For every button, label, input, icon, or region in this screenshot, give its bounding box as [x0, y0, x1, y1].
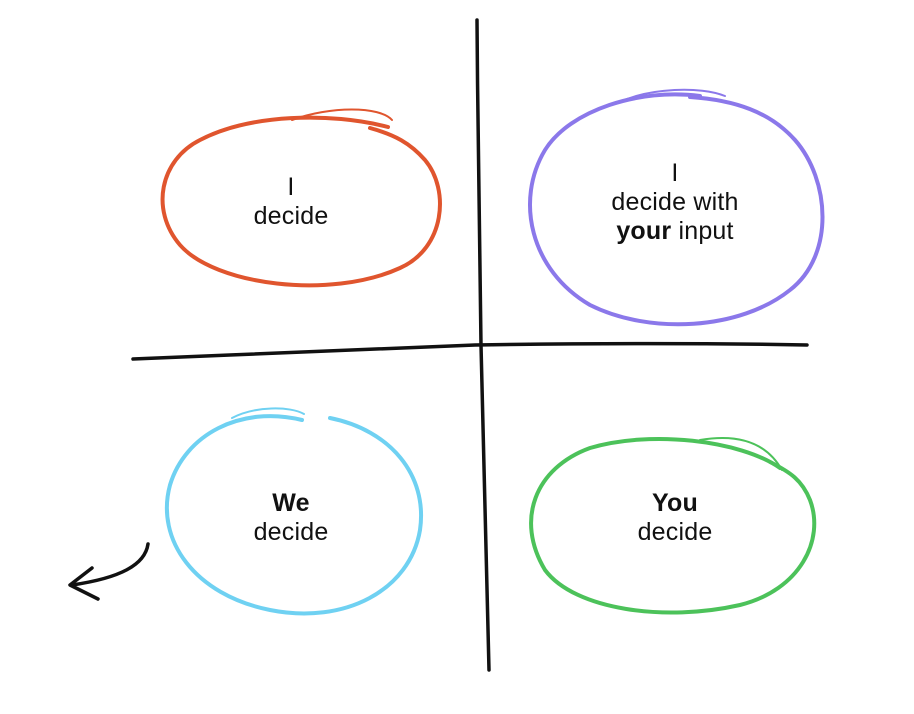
label-tr-line2: decide with	[611, 188, 739, 216]
ellipse-bottom-left	[164, 407, 424, 616]
label-tl-line1: I	[287, 173, 295, 201]
ellipse-top-right	[528, 88, 825, 327]
label-tr-line1: I	[671, 159, 679, 187]
label-we-decide: We decide	[161, 489, 421, 547]
label-bl-line2: decide	[253, 518, 329, 546]
ellipse-bottom-right	[529, 436, 817, 615]
label-tr-line3: your input	[545, 217, 805, 246]
label-i-decide: I decide	[161, 173, 421, 231]
label-tl-line2: decide	[253, 202, 329, 230]
horizontal-axis	[131, 341, 809, 361]
label-you-decide: You decide	[545, 489, 805, 547]
curved-arrow-left-icon	[68, 542, 150, 601]
label-br-line2: decide	[637, 518, 713, 546]
label-bl-line1: We	[272, 489, 310, 517]
ellipse-top-left	[160, 108, 442, 288]
label-tr-input: input	[671, 217, 734, 245]
label-br-line1: You	[652, 489, 698, 517]
label-i-decide-with-your-input: I decide with your input	[545, 159, 805, 246]
label-tr-your: your	[616, 217, 672, 245]
